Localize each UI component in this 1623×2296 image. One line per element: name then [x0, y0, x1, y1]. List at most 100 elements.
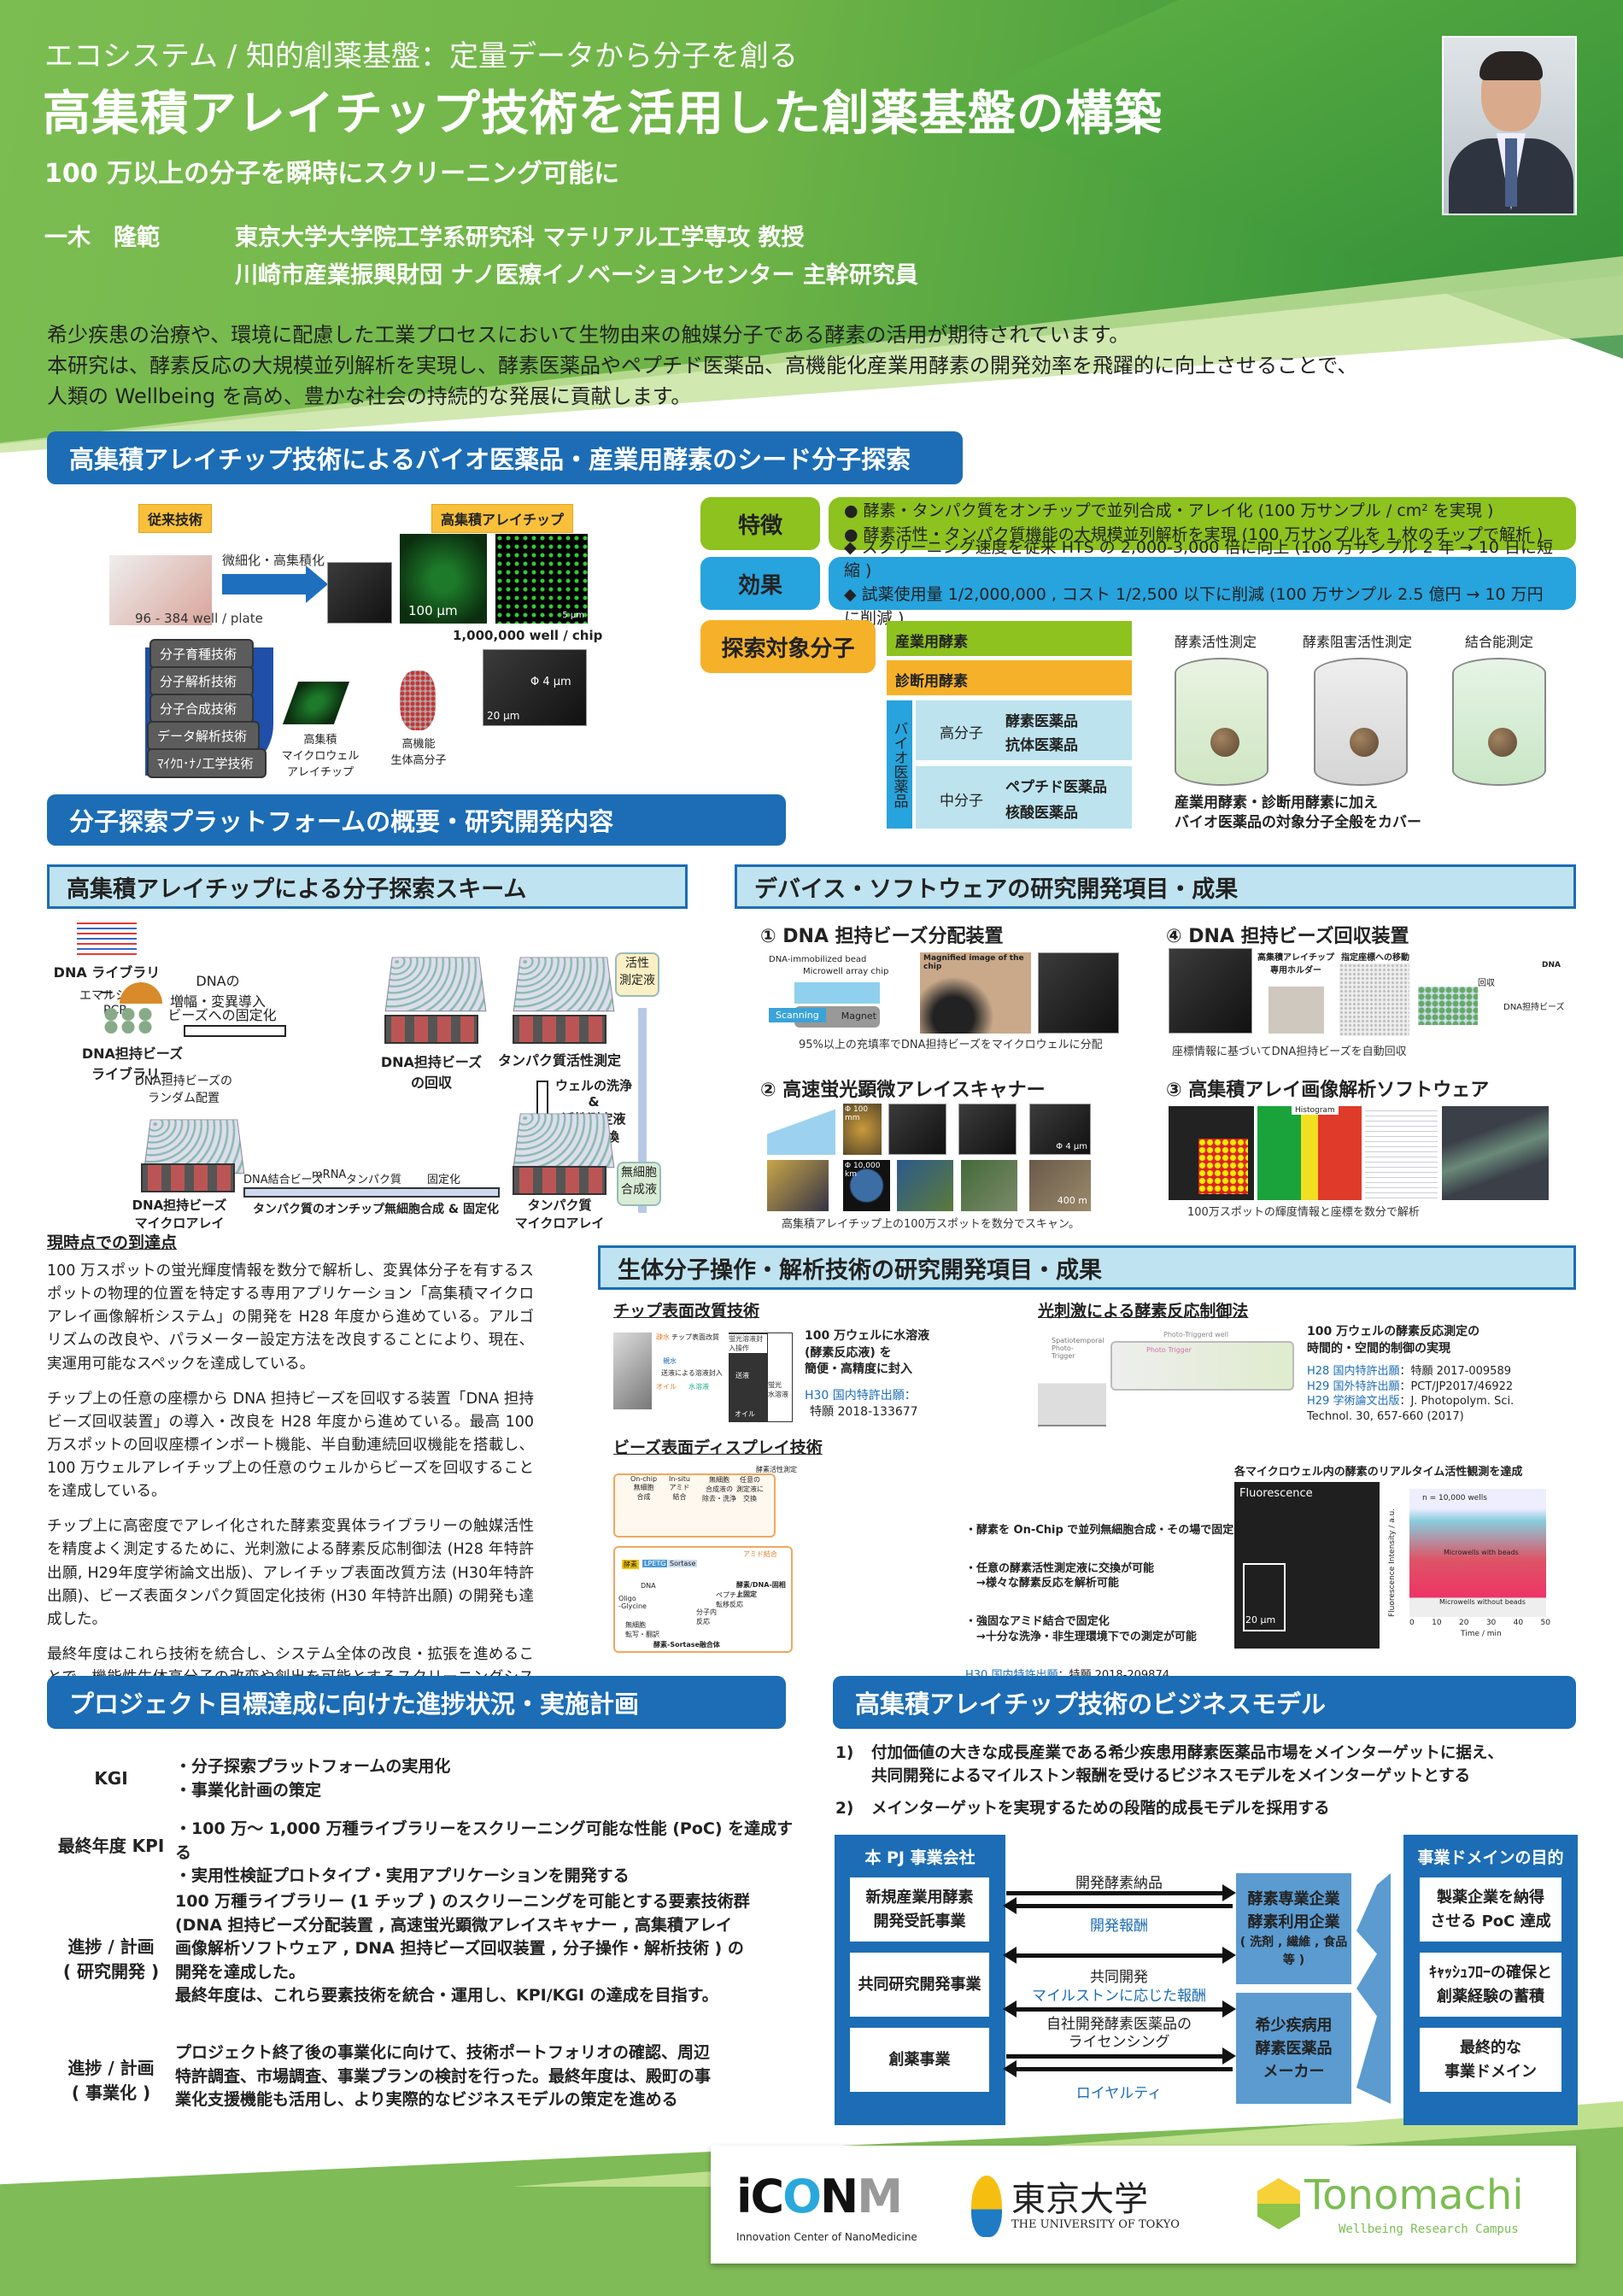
recovery-wells-icon	[384, 1015, 478, 1044]
biomolecule-header: 生体分子操作・解析技術の研究開発項目・成果	[598, 1245, 1576, 1290]
point-text: メインターゲットを実現するための段階的成長モデルを採用する	[871, 1798, 1330, 1821]
flow-arrow-both	[1006, 2007, 1233, 2012]
scanner-photo	[767, 1160, 829, 1211]
x-ticks: 01020304050	[1409, 1619, 1550, 1627]
label: Φ 10,000 km	[845, 1162, 890, 1179]
bead-point: ・酵素を On-Chip で並列無細胞合成・その場で固定化	[965, 1523, 1245, 1538]
device-2-title: ② 高速蛍光顕微アレイスキャナー	[760, 1075, 1046, 1102]
poster-tagline: 100 万以上の分子を瞬時にスクリーニング可能に	[44, 152, 619, 190]
protein-image	[400, 671, 436, 730]
status-paragraph: 100 万スポットの蛍光輝度情報を数分で解析し、変異体分子を有するスポットの物理…	[47, 1260, 534, 1376]
earth-image: Φ 10,000 km	[843, 1160, 890, 1211]
bead-array-wells-icon	[141, 1163, 235, 1192]
chip-magnified-image: Magnified image of the chip	[920, 952, 1031, 1034]
devices-header: デバイス・ソフトウェアの研究開発項目・成果	[735, 864, 1576, 909]
label: 回収	[1478, 975, 1495, 988]
protein-array-wells-icon	[513, 1166, 606, 1195]
high-item: 抗体医薬品	[1005, 733, 1078, 754]
chip-description: 100 万ウェルに水溶液 (酵素反応液) を 簡便・高精度に封入	[805, 1328, 929, 1379]
label: 送液による溶液封入	[661, 1368, 723, 1378]
utokyo-logo-text: 東京大学	[1011, 2171, 1148, 2221]
domain-title: 事業ドメインの目的	[1403, 1845, 1578, 1868]
conventional-tag: 従来技術	[138, 504, 212, 533]
point-number: 1)	[835, 1742, 853, 1766]
mid-line: 酵素利用企業	[1248, 1911, 1340, 1934]
scanning-arrow: Scanning	[769, 1008, 826, 1022]
row-text-kpi: ・100 万～ 1,000 万種ライブラリーをスクリーニング可能な性能 (PoC…	[175, 1818, 799, 1889]
random-label: DNA担持ビーズの ランダム配置	[124, 1072, 243, 1106]
author-photo	[1442, 36, 1577, 215]
ref-value: ：PCT/JP2017/46922	[1399, 1380, 1513, 1393]
with-beads-label: Microwells with beads	[1444, 1549, 1519, 1556]
fluorescence-image: Fluorescence 20 µm	[1234, 1482, 1380, 1649]
status-paragraph: チップ上に高密度でアレイ化された酵素変異体ライブラリーの触媒活性を精度よく測定す…	[47, 1515, 534, 1631]
sem-image: Φ 4 µm 20 µm	[483, 649, 587, 726]
chip-patent-label: H30 国内特許出願：	[805, 1386, 917, 1403]
label: DNA	[641, 1582, 656, 1590]
chip-surface-title: チップ表面改質技術	[613, 1298, 759, 1321]
label: 無細胞 転写・翻訳	[625, 1620, 659, 1639]
scale-100: 100 µm	[408, 603, 458, 618]
target-bio: バイオ医薬品	[887, 700, 912, 829]
technology-overview-diagram: 従来技術 高集積アレイチップ 96 - 384 well / plate 微細化…	[85, 495, 683, 777]
device-4-title: ④ DNA 担持ビーズ回収装置	[1166, 921, 1409, 948]
device-1-title: ① DNA 担持ビーズ分配装置	[760, 921, 1004, 948]
map-zoom-image	[897, 1160, 953, 1211]
intro-line-1: 希少疾患の治療や、環境に配慮した工業プロセスにおいて生物由来の触媒分子である酵素…	[47, 318, 1129, 348]
plate-caption: 96 - 384 well / plate	[135, 611, 263, 626]
features-label: 特徴	[700, 497, 820, 550]
bead-array-label: DNA担持ビーズ マイクロアレイ	[120, 1196, 239, 1232]
arrow-head	[306, 565, 328, 603]
label: Φ 4 µm	[1056, 1142, 1087, 1151]
scale-5: 5 µm	[562, 611, 584, 620]
data-table-image	[1365, 1106, 1438, 1200]
mid-item: 核酸医薬品	[1005, 800, 1078, 822]
iconm-subtitle: Innovation Center of NanoMedicine	[736, 2231, 917, 2243]
cylinder-icon	[1452, 658, 1546, 786]
label: Photo Trigger	[1146, 1346, 1192, 1354]
poster-title: 高集積アレイチップ技術を活用した創薬基盤の構築	[43, 75, 1163, 144]
flow-licensing: 自社開発酵素医薬品の ライセンシング	[1008, 2016, 1230, 2053]
dna-library-icon	[77, 922, 137, 957]
array-chip-tag: 高集積アレイチップ	[431, 504, 573, 533]
photo-refs: H28 国内特許出願：特願 2017-009589 H29 国外特許出願：PCT…	[1307, 1364, 1546, 1424]
effects-box: ◆ スクリーニング速度を従来 HTS の 2,000-3,000 倍に向上 (1…	[829, 557, 1576, 610]
row-text-research: 100 万種ライブラリー (1 チップ ) のスクリーニングを可能とする要素技術…	[175, 1890, 750, 2008]
coordinate-map	[1339, 964, 1409, 1036]
flow-delivery: 開発酵素納品	[1008, 1871, 1230, 1892]
label: チップ表面改質	[671, 1332, 719, 1342]
ref-key: H28 国内特許出願	[1307, 1365, 1399, 1378]
photo-wells-diagram: Photo-Triggerd well Photo Trigger	[1110, 1341, 1294, 1391]
phi-label: Φ 4 µm	[530, 676, 571, 688]
poster-subtitle: エコシステム / 知的創薬基盤：定量データから分子を創る	[44, 32, 798, 74]
bead-point: ・任意の酵素活性測定液に交換が可能 →様々な酵素反応を解析可能	[965, 1561, 1245, 1591]
scale-20: 20 µm	[487, 710, 519, 722]
skill-synthesis: 分子合成技術	[149, 694, 254, 723]
flow-arrow-left	[1006, 2067, 1233, 2071]
flow-arrow-left	[1006, 1904, 1233, 1908]
ref: H28 国内特許出願：特願 2017-009589	[1307, 1364, 1546, 1379]
label: In-situ アミド 結合	[669, 1475, 690, 1502]
zoom-image: Φ 4 µm	[1029, 1104, 1091, 1155]
label: 酵素	[622, 1560, 639, 1569]
business-joint: 共同研究開発事業	[850, 1953, 989, 2017]
label: 酵素活性測定	[756, 1465, 797, 1474]
spot-array-image: 5 µm	[495, 534, 588, 624]
progress-table: KGI ・分子探索プラットフォームの実用化 ・事業化計画の策定 最終年度 KPI…	[47, 1747, 799, 2123]
targets-label: 探索対象分子	[700, 620, 876, 673]
label: Φ 100 mm	[845, 1105, 882, 1122]
mid-line: 酵素専業企業	[1248, 1888, 1340, 1911]
device-2-caption: 高集積アレイチップ上の100万スポットを数分でスキャン。	[782, 1215, 1080, 1231]
histogram-image: Histogram	[1257, 1106, 1362, 1200]
skill-breeding: 分子育種技術	[149, 639, 254, 669]
bead-display-title: ビーズ表面ディスプレイ技術	[613, 1435, 823, 1458]
recovery-plate-icon	[385, 957, 487, 1011]
label: アミド結合	[743, 1549, 777, 1559]
protein-array-label: タンパク質 マイクロアレイ	[500, 1196, 619, 1232]
zoom-image	[958, 1104, 1017, 1155]
chip-icon	[794, 982, 880, 1004]
flow-milestone: マイルストンに応じた報酬	[1008, 1983, 1230, 2005]
scheme-header: 高集積アレイチップによる分子探索スキーム	[47, 864, 688, 909]
high-item: 酵素医薬品	[1005, 709, 1078, 730]
rare-disease-makers: 希少疾病用 酵素医薬品 メーカー	[1236, 1993, 1351, 2104]
